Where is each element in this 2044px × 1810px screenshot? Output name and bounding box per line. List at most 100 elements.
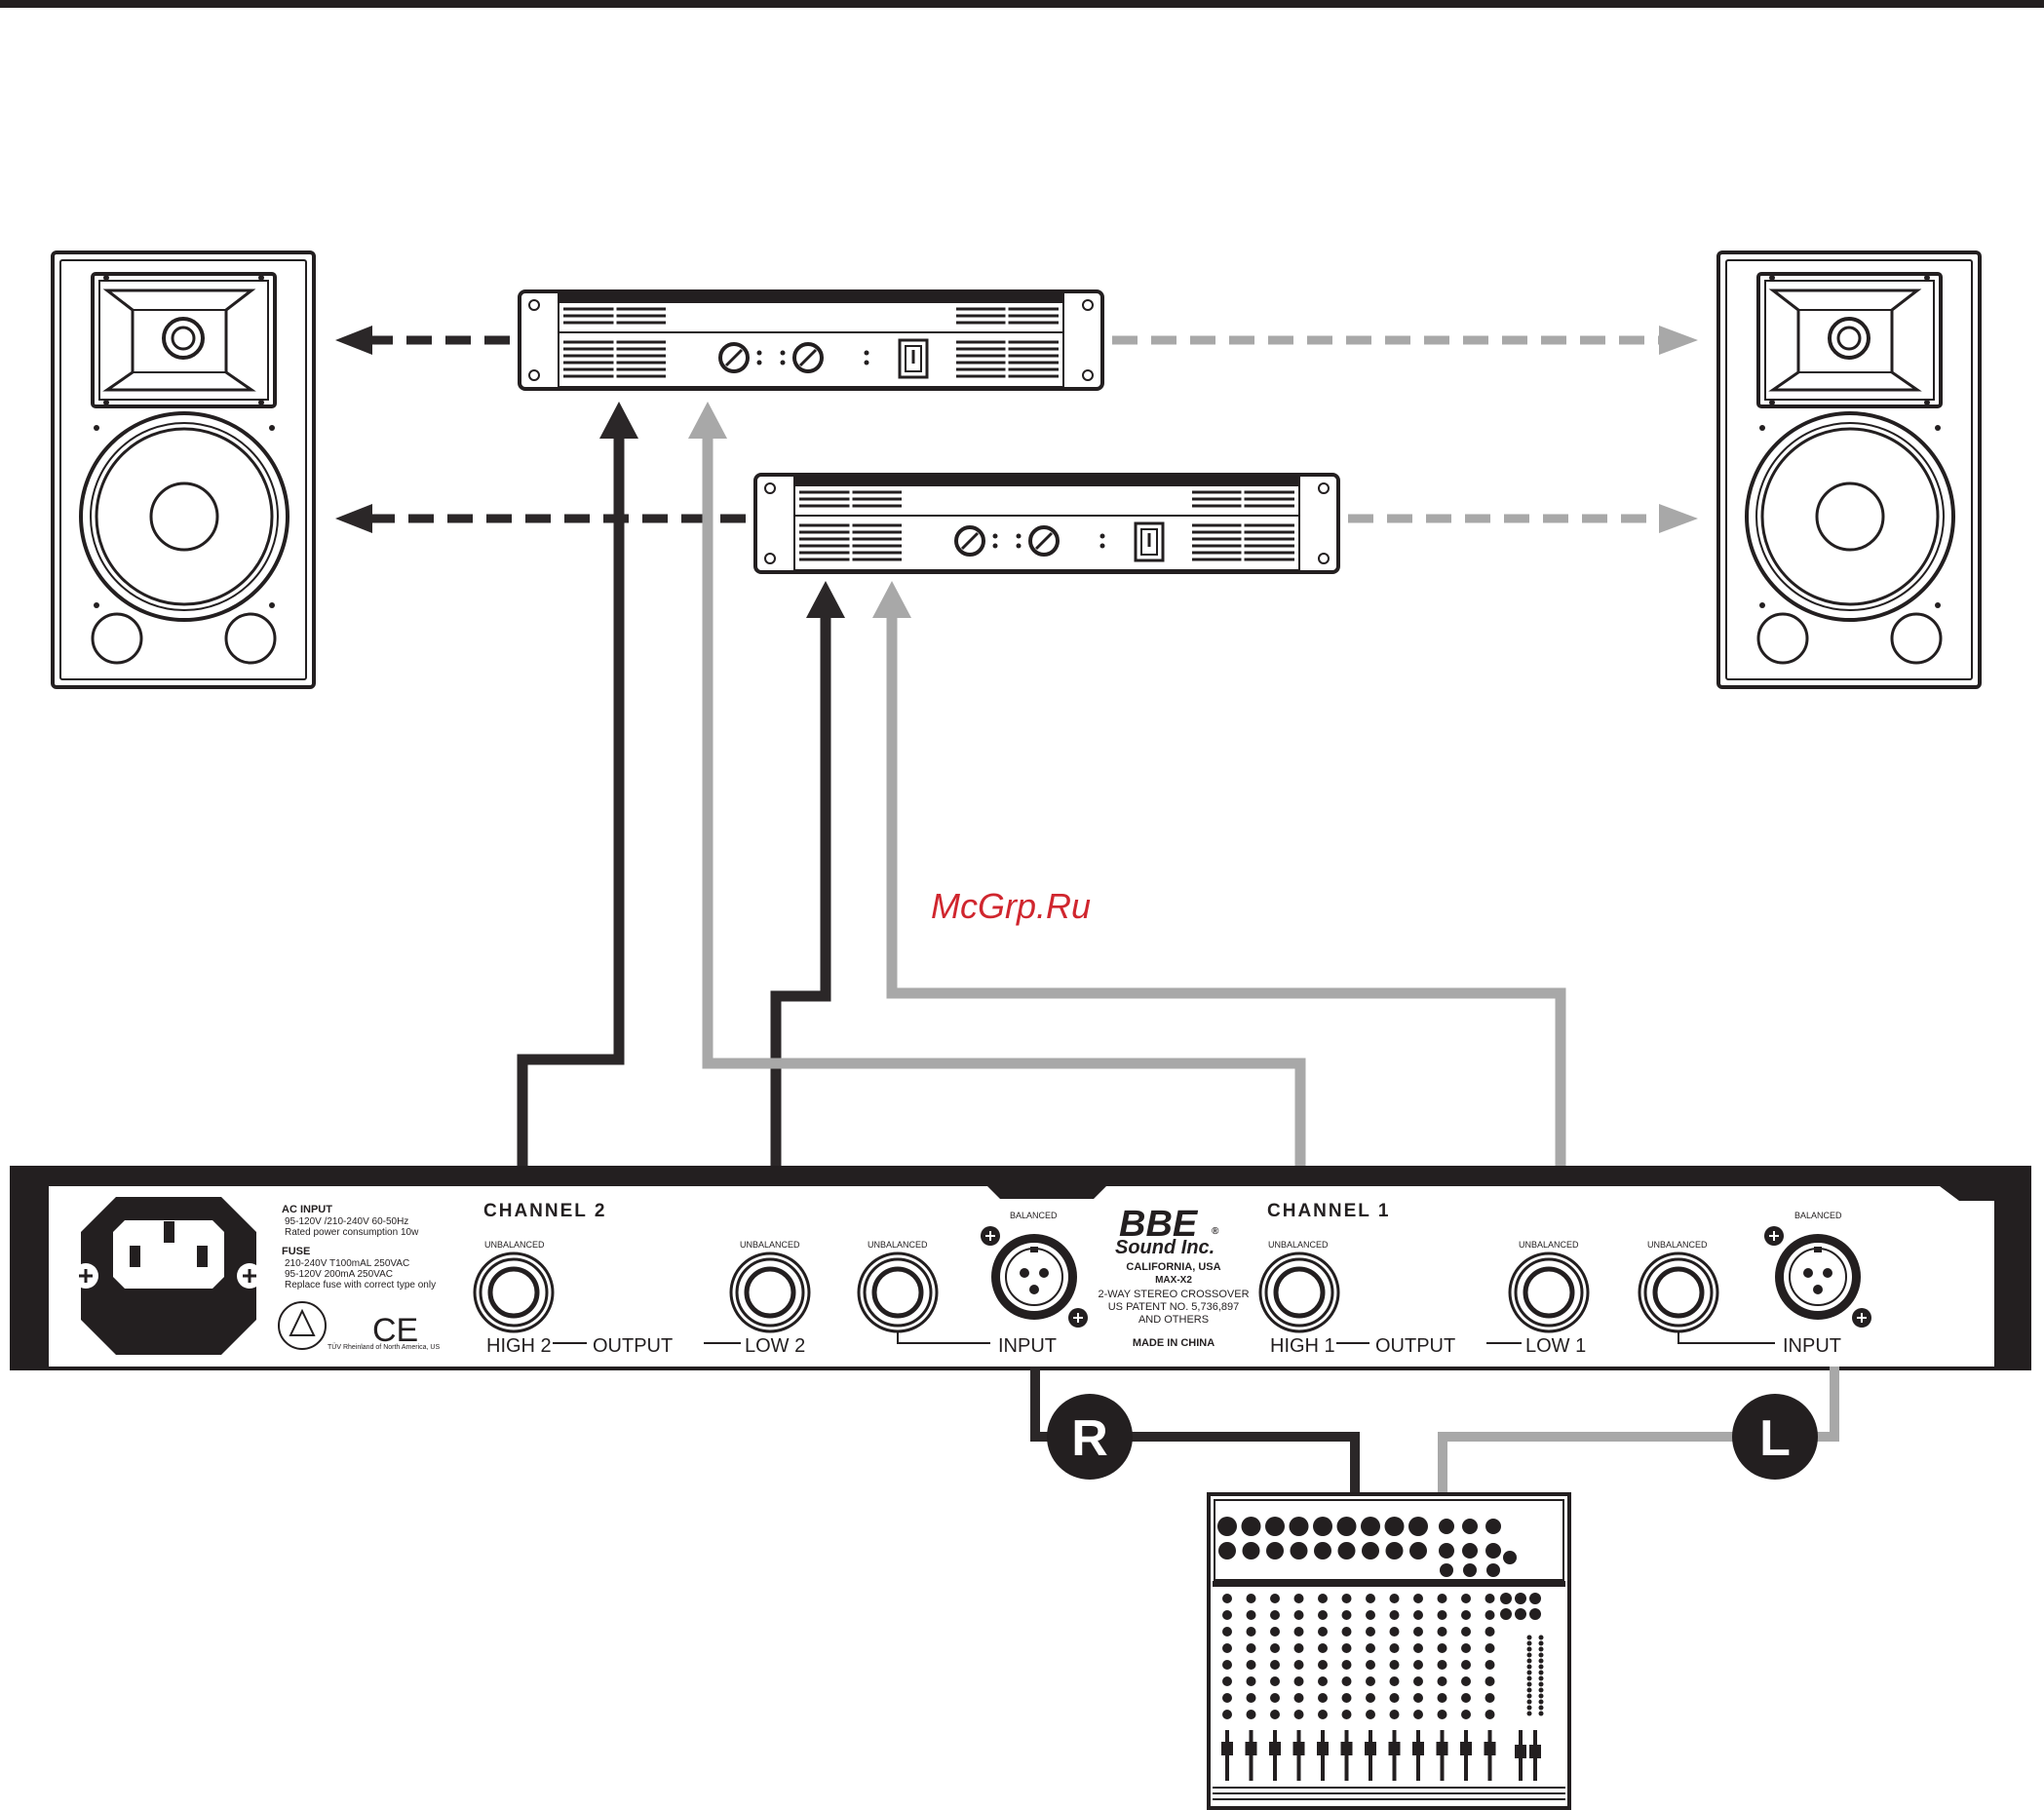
mixer-knob (1337, 1542, 1356, 1560)
mixer-knob (1439, 1519, 1454, 1534)
mixer-knob (1437, 1643, 1447, 1653)
label-output-ch2: OUTPUT (593, 1335, 673, 1357)
mixer-knob (1538, 1670, 1544, 1675)
speaker-cable-top-left (335, 326, 510, 355)
top-rule (0, 0, 2044, 8)
mixer-knob (1366, 1643, 1375, 1653)
amplifier-top-icon (518, 289, 1104, 391)
mixer-knob (1222, 1660, 1232, 1670)
quarter-inch-jack-icon[interactable] (1510, 1253, 1588, 1331)
mixer-knob (1290, 1542, 1308, 1560)
ac-input-title: AC INPUT (282, 1204, 332, 1215)
cable-input1-to-mixer (1438, 1367, 1839, 1497)
mixer-knob (1341, 1594, 1352, 1603)
mixer-knob (1461, 1660, 1471, 1670)
mixer-knob (1366, 1710, 1375, 1719)
unbalanced-label-low2: UNBALANCED (740, 1240, 800, 1250)
mixer-knob (1526, 1640, 1532, 1646)
mixer-knob (1341, 1627, 1352, 1637)
mixer-knob (1246, 1610, 1256, 1620)
quarter-inch-jack-icon[interactable] (859, 1253, 937, 1331)
mixer-knob (1538, 1699, 1544, 1705)
mixer-knob (1246, 1627, 1256, 1637)
mixer-knob (1246, 1693, 1256, 1703)
mixer-fader (1340, 1742, 1353, 1755)
crossover-rear-panel: AC INPUT 95-120V /210-240V 60-50Hz Rated… (10, 1166, 2031, 1370)
mixer-knob (1538, 1658, 1544, 1664)
mixer-knob (1366, 1660, 1375, 1670)
mixer-knob (1293, 1594, 1304, 1603)
mixer-knob (1293, 1627, 1304, 1637)
mixer-knob (1413, 1710, 1423, 1719)
patent-line2: AND OTHERS (1138, 1314, 1209, 1326)
mixer-knob (1538, 1681, 1544, 1687)
quarter-inch-jack-icon[interactable] (731, 1253, 809, 1331)
right-channel-badge: R (1047, 1394, 1133, 1480)
mixer-knob (1242, 1542, 1260, 1560)
mixer-knob (1413, 1643, 1423, 1653)
mixer-knob (1366, 1594, 1375, 1603)
model-description: 2-WAY STEREO CROSSOVER (1098, 1289, 1249, 1300)
mixer-knob (1461, 1693, 1471, 1703)
unbalanced-label-input2: UNBALANCED (868, 1240, 928, 1250)
mixer-knob (1538, 1646, 1544, 1652)
mixer-knob (1538, 1640, 1544, 1646)
mixer-knob (1341, 1610, 1352, 1620)
mixer-knob (1413, 1627, 1423, 1637)
unbalanced-label-input1: UNBALANCED (1647, 1240, 1708, 1250)
mixer-icon (1207, 1492, 1571, 1810)
quarter-inch-jack-icon[interactable] (1260, 1253, 1338, 1331)
mixer-knob (1318, 1710, 1328, 1719)
mixer-knob (1526, 1693, 1532, 1699)
mixer-knob (1461, 1710, 1471, 1719)
mixer-knob (1341, 1660, 1352, 1670)
mixer-knob (1293, 1643, 1304, 1653)
mixer-knob (1485, 1627, 1495, 1637)
mixer-knob (1313, 1517, 1332, 1536)
mixer-knob (1318, 1610, 1328, 1620)
mixer-knob (1439, 1543, 1454, 1559)
mixer-knob (1341, 1693, 1352, 1703)
mixer-knob (1366, 1610, 1375, 1620)
mixer-fader (1515, 1745, 1526, 1758)
mixer-fader (1388, 1742, 1401, 1755)
mixer-knob (1526, 1687, 1532, 1693)
mixer-knob (1461, 1676, 1471, 1686)
watermark: McGrp.Ru (931, 886, 1091, 926)
mixer-knob (1389, 1627, 1400, 1637)
mixer-knob (1485, 1610, 1495, 1620)
speaker-left-icon (51, 250, 316, 689)
mixer-knob (1222, 1643, 1232, 1653)
label-input-ch2: INPUT (998, 1335, 1057, 1357)
quarter-inch-jack-icon[interactable] (475, 1253, 553, 1331)
mixer-knob (1389, 1610, 1400, 1620)
mixer-knob (1361, 1517, 1380, 1536)
quarter-inch-jack-icon[interactable] (1639, 1253, 1717, 1331)
speaker-cable-top-right (1112, 326, 1698, 355)
right-channel-label: R (1071, 1410, 1108, 1467)
speaker-right-icon (1716, 250, 1982, 689)
mixer-knob (1366, 1693, 1375, 1703)
mixer-fader (1365, 1742, 1376, 1755)
ac-input-line2: Rated power consumption 10w (285, 1227, 419, 1238)
mixer-knob (1222, 1693, 1232, 1703)
mixer-knob (1318, 1643, 1328, 1653)
mixer-knob (1500, 1593, 1512, 1604)
mixer-knob (1246, 1710, 1256, 1719)
mixer-fader (1221, 1742, 1233, 1755)
mixer-knob (1413, 1594, 1423, 1603)
mixer-knob (1389, 1710, 1400, 1719)
amplifier-bottom-icon (753, 473, 1340, 574)
mixer-fader (1412, 1742, 1424, 1755)
mixer-knob (1270, 1627, 1280, 1637)
mixer-fader (1460, 1742, 1472, 1755)
mixer-knob (1526, 1635, 1532, 1640)
mixer-knob (1270, 1660, 1280, 1670)
mixer-knob (1526, 1699, 1532, 1705)
unbalanced-label-high1: UNBALANCED (1268, 1240, 1329, 1250)
mixer-knob (1538, 1635, 1544, 1640)
mixer-knob (1366, 1627, 1375, 1637)
mixer-knob (1526, 1646, 1532, 1652)
mixer-knob (1437, 1676, 1447, 1686)
mixer-knob (1314, 1542, 1331, 1560)
